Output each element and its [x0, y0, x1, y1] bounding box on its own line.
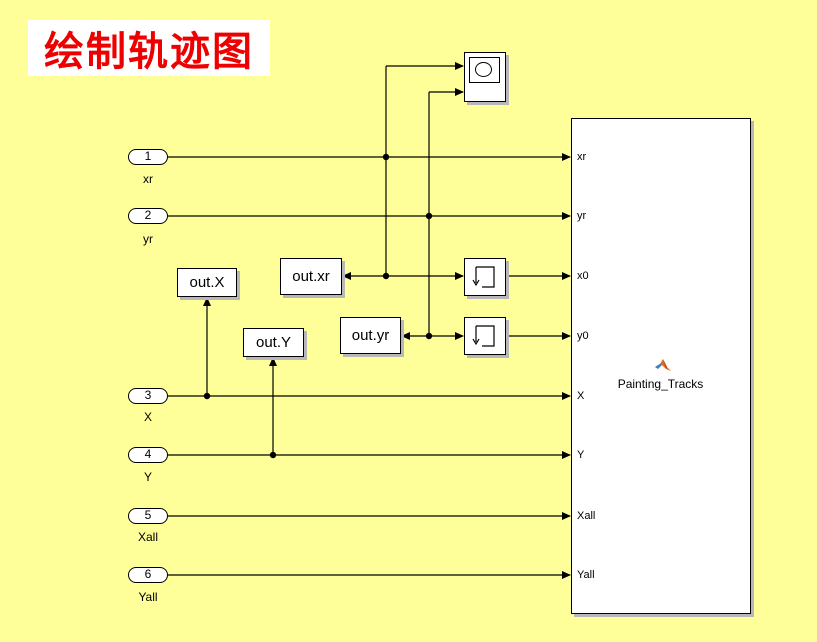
memory-block-x0[interactable] — [464, 258, 506, 296]
inport-4[interactable]: 4 — [128, 447, 168, 463]
page-title: 绘制轨迹图 — [44, 28, 254, 75]
scope-icon — [469, 57, 500, 83]
inport-3-label: X — [143, 410, 152, 424]
chart-port-Yall: Yall — [577, 569, 595, 581]
chart-port-y0: y0 — [577, 330, 589, 342]
chart-port-X: X — [577, 390, 585, 402]
memory-block-y0[interactable] — [464, 317, 506, 355]
scope-block[interactable] — [464, 52, 506, 102]
inport-5-label: Xall — [137, 530, 158, 544]
memory-icon — [472, 266, 495, 288]
out-y-block[interactable]: out.Y — [243, 328, 304, 357]
out-yr-block[interactable]: out.yr — [340, 317, 401, 354]
chart-port-xr: xr — [577, 151, 587, 163]
inport-1[interactable]: 1 — [128, 149, 168, 165]
title-banner: 绘制轨迹图 — [28, 20, 270, 76]
inport-6-label: Yall — [138, 590, 158, 604]
chart-port-Y: Y — [577, 449, 585, 461]
chart-port-x0: x0 — [577, 270, 589, 282]
inport-3[interactable]: 3 — [128, 388, 168, 404]
inport-6[interactable]: 6 — [128, 567, 168, 583]
inport-5[interactable]: 5 — [128, 508, 168, 524]
inport-1-label: xr — [143, 172, 153, 186]
out-x-block[interactable]: out.X — [177, 268, 237, 297]
out-xr-block[interactable]: out.xr — [280, 258, 342, 295]
inport-4-label: Y — [143, 470, 152, 484]
chart-block-name: Painting_Tracks — [617, 377, 704, 391]
matlab-logo-icon — [655, 359, 671, 371]
chart-port-yr: yr — [577, 210, 587, 222]
inport-2-label: yr — [143, 232, 153, 246]
memory-icon — [472, 325, 495, 347]
chart-port-Xall: Xall — [577, 510, 596, 522]
painting-tracks-block[interactable]: xr yr x0 y0 X Y Xall Yall Painting_Track… — [571, 118, 751, 614]
inport-2[interactable]: 2 — [128, 208, 168, 224]
